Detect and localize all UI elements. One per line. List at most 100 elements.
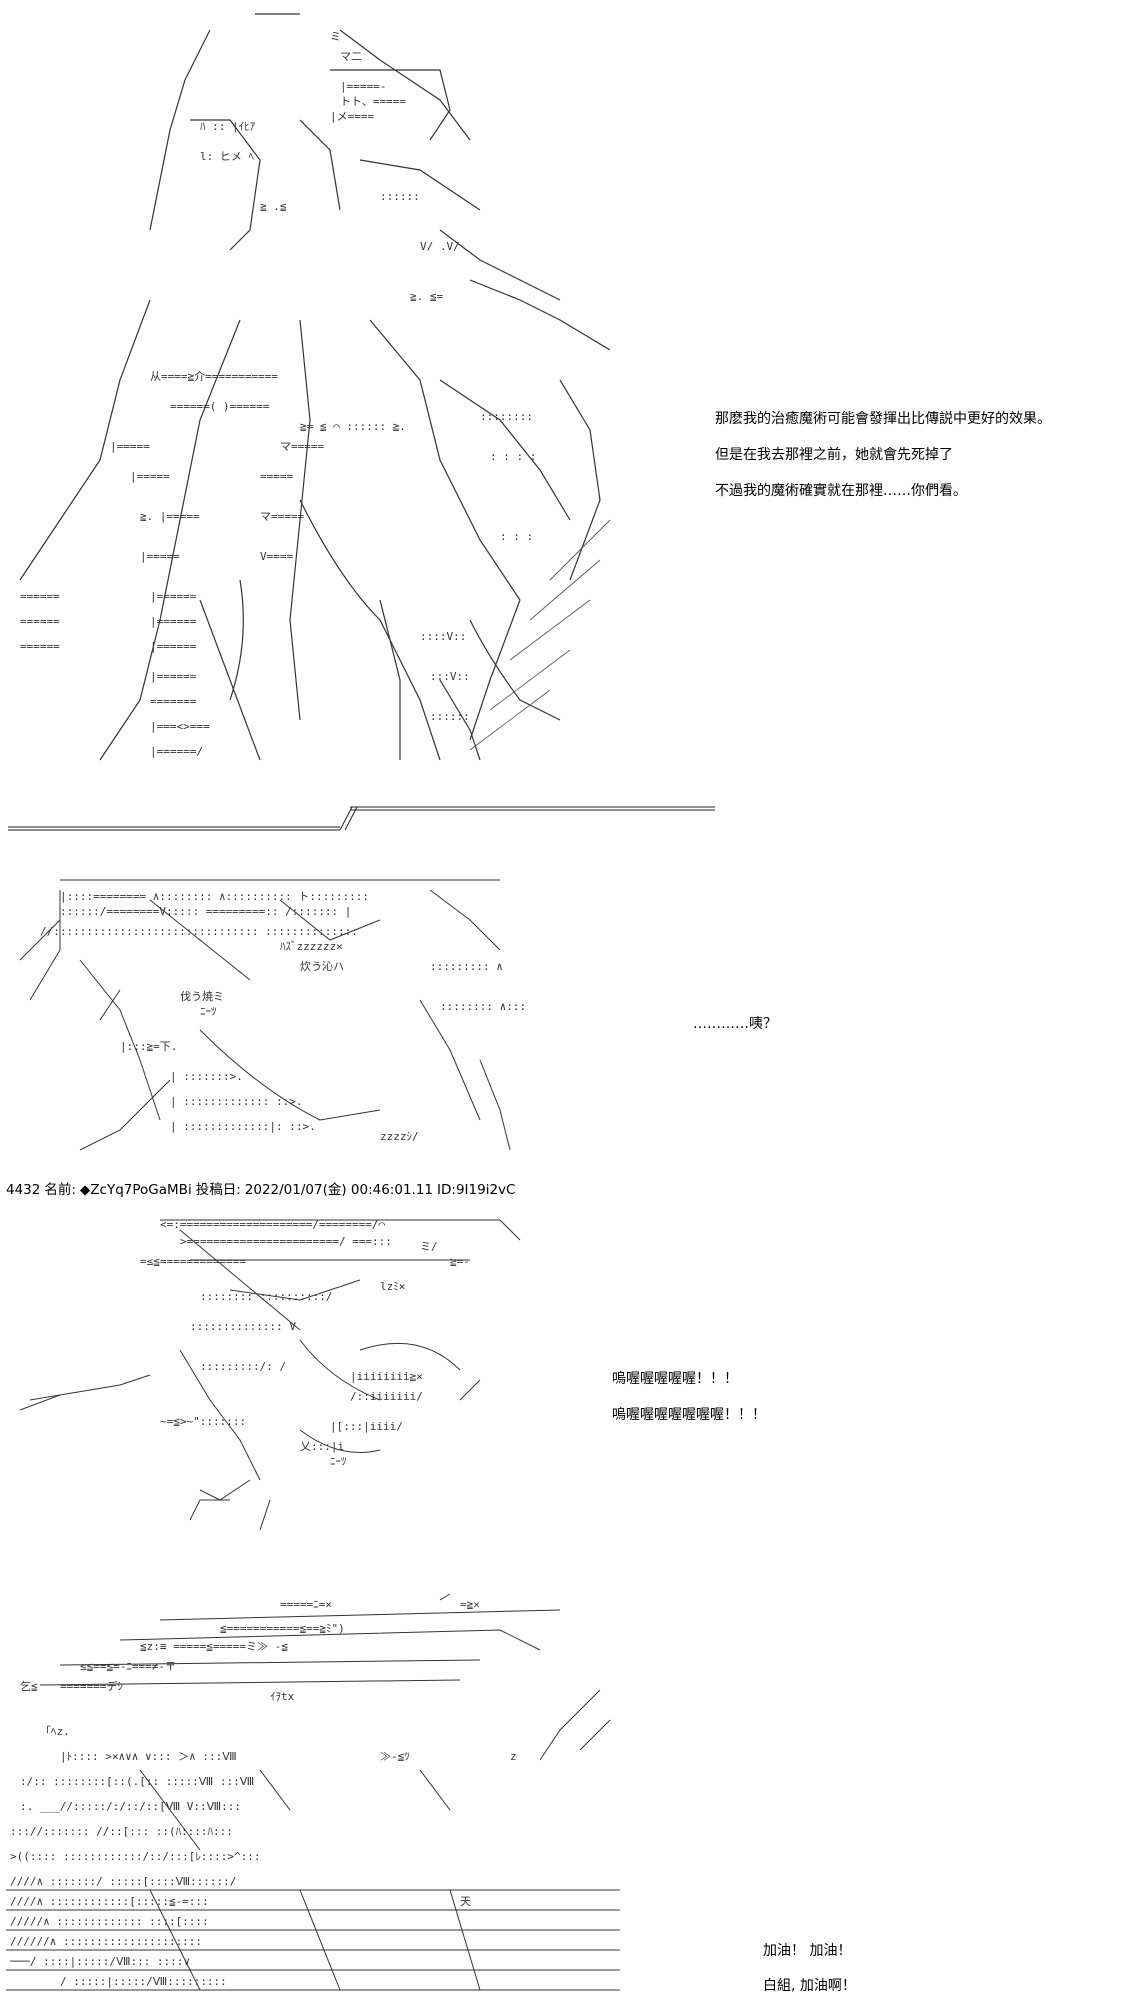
svg-text://::::::::::::::::::::::::::::: //::::::::::::::::::::::::::::::: ::::::… <box>40 925 358 938</box>
panel-2-dialog: …………咦？ <box>693 1015 777 1033</box>
panel-2: |::::======== ∧:::::::: ∧:::::::::: ト:::… <box>0 860 1131 1170</box>
trip-code: ◆ZcYq7PoGaMBi <box>79 1182 192 1198</box>
svg-text:ﾊ :: |ｲﾋｱ: ﾊ :: |ｲﾋｱ <box>200 120 256 133</box>
svg-text:≤≦==≦=-ﾆ===≠-〒: ≤≦==≦=-ﾆ===≠-〒 <box>80 1660 176 1673</box>
svg-text:::::V::: ::::V:: <box>420 630 466 643</box>
svg-text:マ二: マ二 <box>340 50 362 63</box>
svg-text::/:: ::::::::[::(.[:: :::::Ⅷ :: :/:: ::::::::[::(.[:: :::::Ⅷ :::Ⅷ <box>20 1775 254 1788</box>
panel-4-ascii-art: =====ﾆ=× =≧× ≦===========≦==≧ﾐ") ≦z:≡ ==… <box>6 1593 620 1991</box>
svg-text:| :::::::::::::|: ::>.: | :::::::::::::|: ::>. <box>170 1120 316 1133</box>
panel-1-dialog: 那麽我的治癒魔術可能會發揮出比傳説中更好的效果。 但是在我去那裡之前，她就會先死… <box>715 410 1051 500</box>
svg-text:≦z:≡ =====≦=====ミ≫ -≦: ≦z:≡ =====≦=====ミ≫ -≦ <box>140 1640 288 1653</box>
svg-text:: : : :: : : : : <box>490 450 536 463</box>
svg-text:|======: |====== <box>150 615 197 628</box>
panel-1: ミ マ二 |=====- トト、===== |メ==== ﾊ :: |ｲﾋｱ l… <box>0 0 1131 840</box>
svg-text:::::::: :::::: <box>430 710 470 723</box>
svg-text::::::::::/: /: :::::::::/: / <box>200 1360 286 1373</box>
sfx-text: 炊う沁ハ <box>300 960 344 973</box>
svg-text:: : :: : : : <box>500 530 533 543</box>
sfx-text: 伐う焼ミ <box>180 990 224 1003</box>
svg-text:|ﾄ:::: >×∧∨∧ ∨::: ＞∧ :::Ⅷ: |ﾄ:::: >×∧∨∧ ∨::: ＞∧ :::Ⅷ <box>60 1750 237 1763</box>
svg-text:───/ ::::|:::::/Ⅷ::: ::::∨: ───/ ::::|:::::/Ⅷ::: ::::∨ <box>9 1955 190 1968</box>
panel-3-dialog: 嗚喔喔喔喔喔！！！ 嗚喔喔喔喔喔喔喔！！！ <box>612 1370 766 1424</box>
svg-text:|======: |====== <box>150 640 197 653</box>
sfx-text: ≧=- <box>450 1255 470 1268</box>
svg-text:=≤≦=============: =≤≦============= <box>140 1255 246 1268</box>
svg-text:l: ヒメ ﾍ: l: ヒメ ﾍ <box>200 150 254 163</box>
dialog-line: 但是在我去那裡之前，她就會先死掉了 <box>715 447 953 463</box>
svg-text:=====: ===== <box>260 470 293 483</box>
sfx-text: 天 <box>460 1895 471 1908</box>
sfx-text: ﾊｽﾞzzzzzz× <box>280 940 343 953</box>
panel-2-ascii-art: |::::======== ∧:::::::: ∧:::::::::: ト:::… <box>19 879 526 1151</box>
svg-text:::://::::::: //::[::: ::(ﾊ::::: ::://::::::: //::[::: ::(ﾊ::::ﾊ::: <box>10 1825 233 1838</box>
svg-text::::::::: ::::::::::/: :::::::: ::::::::::/ <box>200 1290 332 1303</box>
svg-text:ﾆｰﾂ: ﾆｰﾂ <box>330 1455 347 1468</box>
dialog-line: 那麽我的治癒魔術可能會發揮出比傳説中更好的效果。 <box>715 411 1051 427</box>
svg-text:/::iiiiiii/: /::iiiiiii/ <box>350 1390 423 1403</box>
sfx-text: ≫-≦ﾂ <box>380 1750 410 1763</box>
panel-separator <box>8 806 715 831</box>
panel-4: =====ﾆ=× =≧× ≦===========≦==≧ﾐ") ≦z:≡ ==… <box>0 1590 1131 2000</box>
svg-text:|iiiiiiii≧×: |iiiiiiii≧× <box>350 1370 423 1383</box>
svg-text:::::::/========V::::: ========: ::::::/========V::::: =========:: /:::::… <box>60 905 351 918</box>
svg-text:=====ﾆ=×: =====ﾆ=× <box>280 1598 332 1611</box>
svg-text:|=====: |===== <box>110 440 150 453</box>
sfx-text: lzﾐ× <box>380 1280 405 1293</box>
svg-text:|=====: |===== <box>140 550 180 563</box>
dialog-line: 嗚喔喔喔喔喔喔喔！！！ <box>612 1407 766 1423</box>
panel-4-dialog: 加油！ 加油！ 白組, 加油啊！ <box>763 1942 856 1995</box>
svg-text:=≧×: =≧× <box>460 1598 480 1611</box>
svg-text:/ :::::|:::::/Ⅷ:::::::::: / :::::|:::::/Ⅷ::::::::: <box>60 1975 227 1988</box>
svg-text://////∧ :::::::::::::::::::::: //////∧ ::::::::::::::::::::: <box>10 1935 202 1948</box>
svg-text:V====: V==== <box>260 550 293 563</box>
svg-text:| :::::::>.: | :::::::>. <box>170 1070 243 1083</box>
dialog-line: 不過我的魔術確實就在那裡……你們看。 <box>715 483 967 499</box>
dialog-line: 嗚喔喔喔喔喔！！！ <box>612 1371 738 1387</box>
svg-text:>((:::: ::::::::::::/::/:::[ﾚ:: >((:::: ::::::::::::/::/:::[ﾚ::::>^::: <box>10 1850 261 1863</box>
svg-text:////∧ ::::::::::::[:::::≦-=:::: ////∧ ::::::::::::[:::::≦-=::: <box>10 1895 209 1908</box>
svg-text:>=======================/ ===:: >=======================/ ===::: <box>180 1235 392 1248</box>
svg-text:|:::≧=下.: |:::≧=下. <box>120 1040 177 1053</box>
sfx-text: ミ/ <box>420 1240 438 1253</box>
svg-text:|メ====: |メ==== <box>330 110 374 123</box>
svg-text::. ___//:::::/:/::/::[Ⅷ V::Ⅷ::: :. ___//:::::/:/::/::[Ⅷ V::Ⅷ::: <box>20 1800 241 1813</box>
svg-text:乂:::|i: 乂:::|i <box>300 1440 344 1453</box>
svg-text:|===<>===: |===<>=== <box>150 720 210 733</box>
svg-text:======: ====== <box>20 590 60 603</box>
svg-text::::::::: ∧:::: :::::::: ∧::: <box>440 1000 526 1013</box>
dialog-line: …………咦？ <box>693 1016 777 1032</box>
panel-3: <=:====================/========/⌒ >====… <box>0 1200 1131 1540</box>
svg-text:从====≧介===========: 从====≧介=========== <box>150 370 278 383</box>
svg-text:|[:::|iiii/: |[:::|iiii/ <box>330 1420 403 1433</box>
dialog-line: 加油！ 加油！ <box>763 1943 852 1959</box>
svg-text::::::::::::::: V: :::::::::::::: V <box>190 1320 296 1333</box>
svg-text:|======: |====== <box>150 590 197 603</box>
svg-text:|=====-: |=====- <box>340 80 386 93</box>
svg-text:「ﾍz.: 「ﾍz. <box>40 1725 70 1738</box>
name-label: 名前: <box>44 1182 76 1198</box>
svg-text:マ=====: マ===== <box>260 510 304 523</box>
svg-text:=======: ======= <box>150 695 197 708</box>
svg-text:≧= ≦ ⌒ :::::: ≧.: ≧= ≦ ⌒ :::::: ≧. <box>300 420 406 433</box>
sfx-text: 乞≦ <box>20 1679 38 1693</box>
sfx-text: ﾆｰﾂ <box>200 1005 217 1018</box>
panel-1-ascii-art: ミ マ二 |=====- トト、===== |メ==== ﾊ :: |ｲﾋｱ l… <box>19 13 611 761</box>
sfx-text: z <box>510 1750 517 1763</box>
svg-text:======: ====== <box>20 640 60 653</box>
svg-text:=======デｼ: =======デｼ <box>60 1679 123 1693</box>
post-id: ID:9I19i2vC <box>437 1182 516 1198</box>
svg-text:::::::::: ∧: ::::::::: ∧ <box>430 960 503 973</box>
sfx-text: ｲｦtx <box>270 1690 295 1703</box>
svg-text:ミ: ミ <box>330 30 341 43</box>
panel-3-ascii-art: <=:====================/========/⌒ >====… <box>19 1218 521 1531</box>
svg-text:マ=====: マ===== <box>280 440 324 453</box>
svg-text:~=≦>~":::::::: ~=≦>~"::::::: <box>160 1415 246 1428</box>
svg-text:<=:====================/======: <=:====================/========/⌒ <box>160 1218 386 1231</box>
svg-text:V/ .V/: V/ .V/ <box>420 240 460 253</box>
dialog-line: 白組, 加油啊！ <box>763 1978 856 1994</box>
svg-text:≧. ≦=: ≧. ≦= <box>410 290 443 303</box>
svg-text:======: ====== <box>20 615 60 628</box>
svg-text:////∧ :::::::/ :::::[::::Ⅷ::::: ////∧ :::::::/ :::::[::::Ⅷ::::::/ <box>10 1875 236 1888</box>
